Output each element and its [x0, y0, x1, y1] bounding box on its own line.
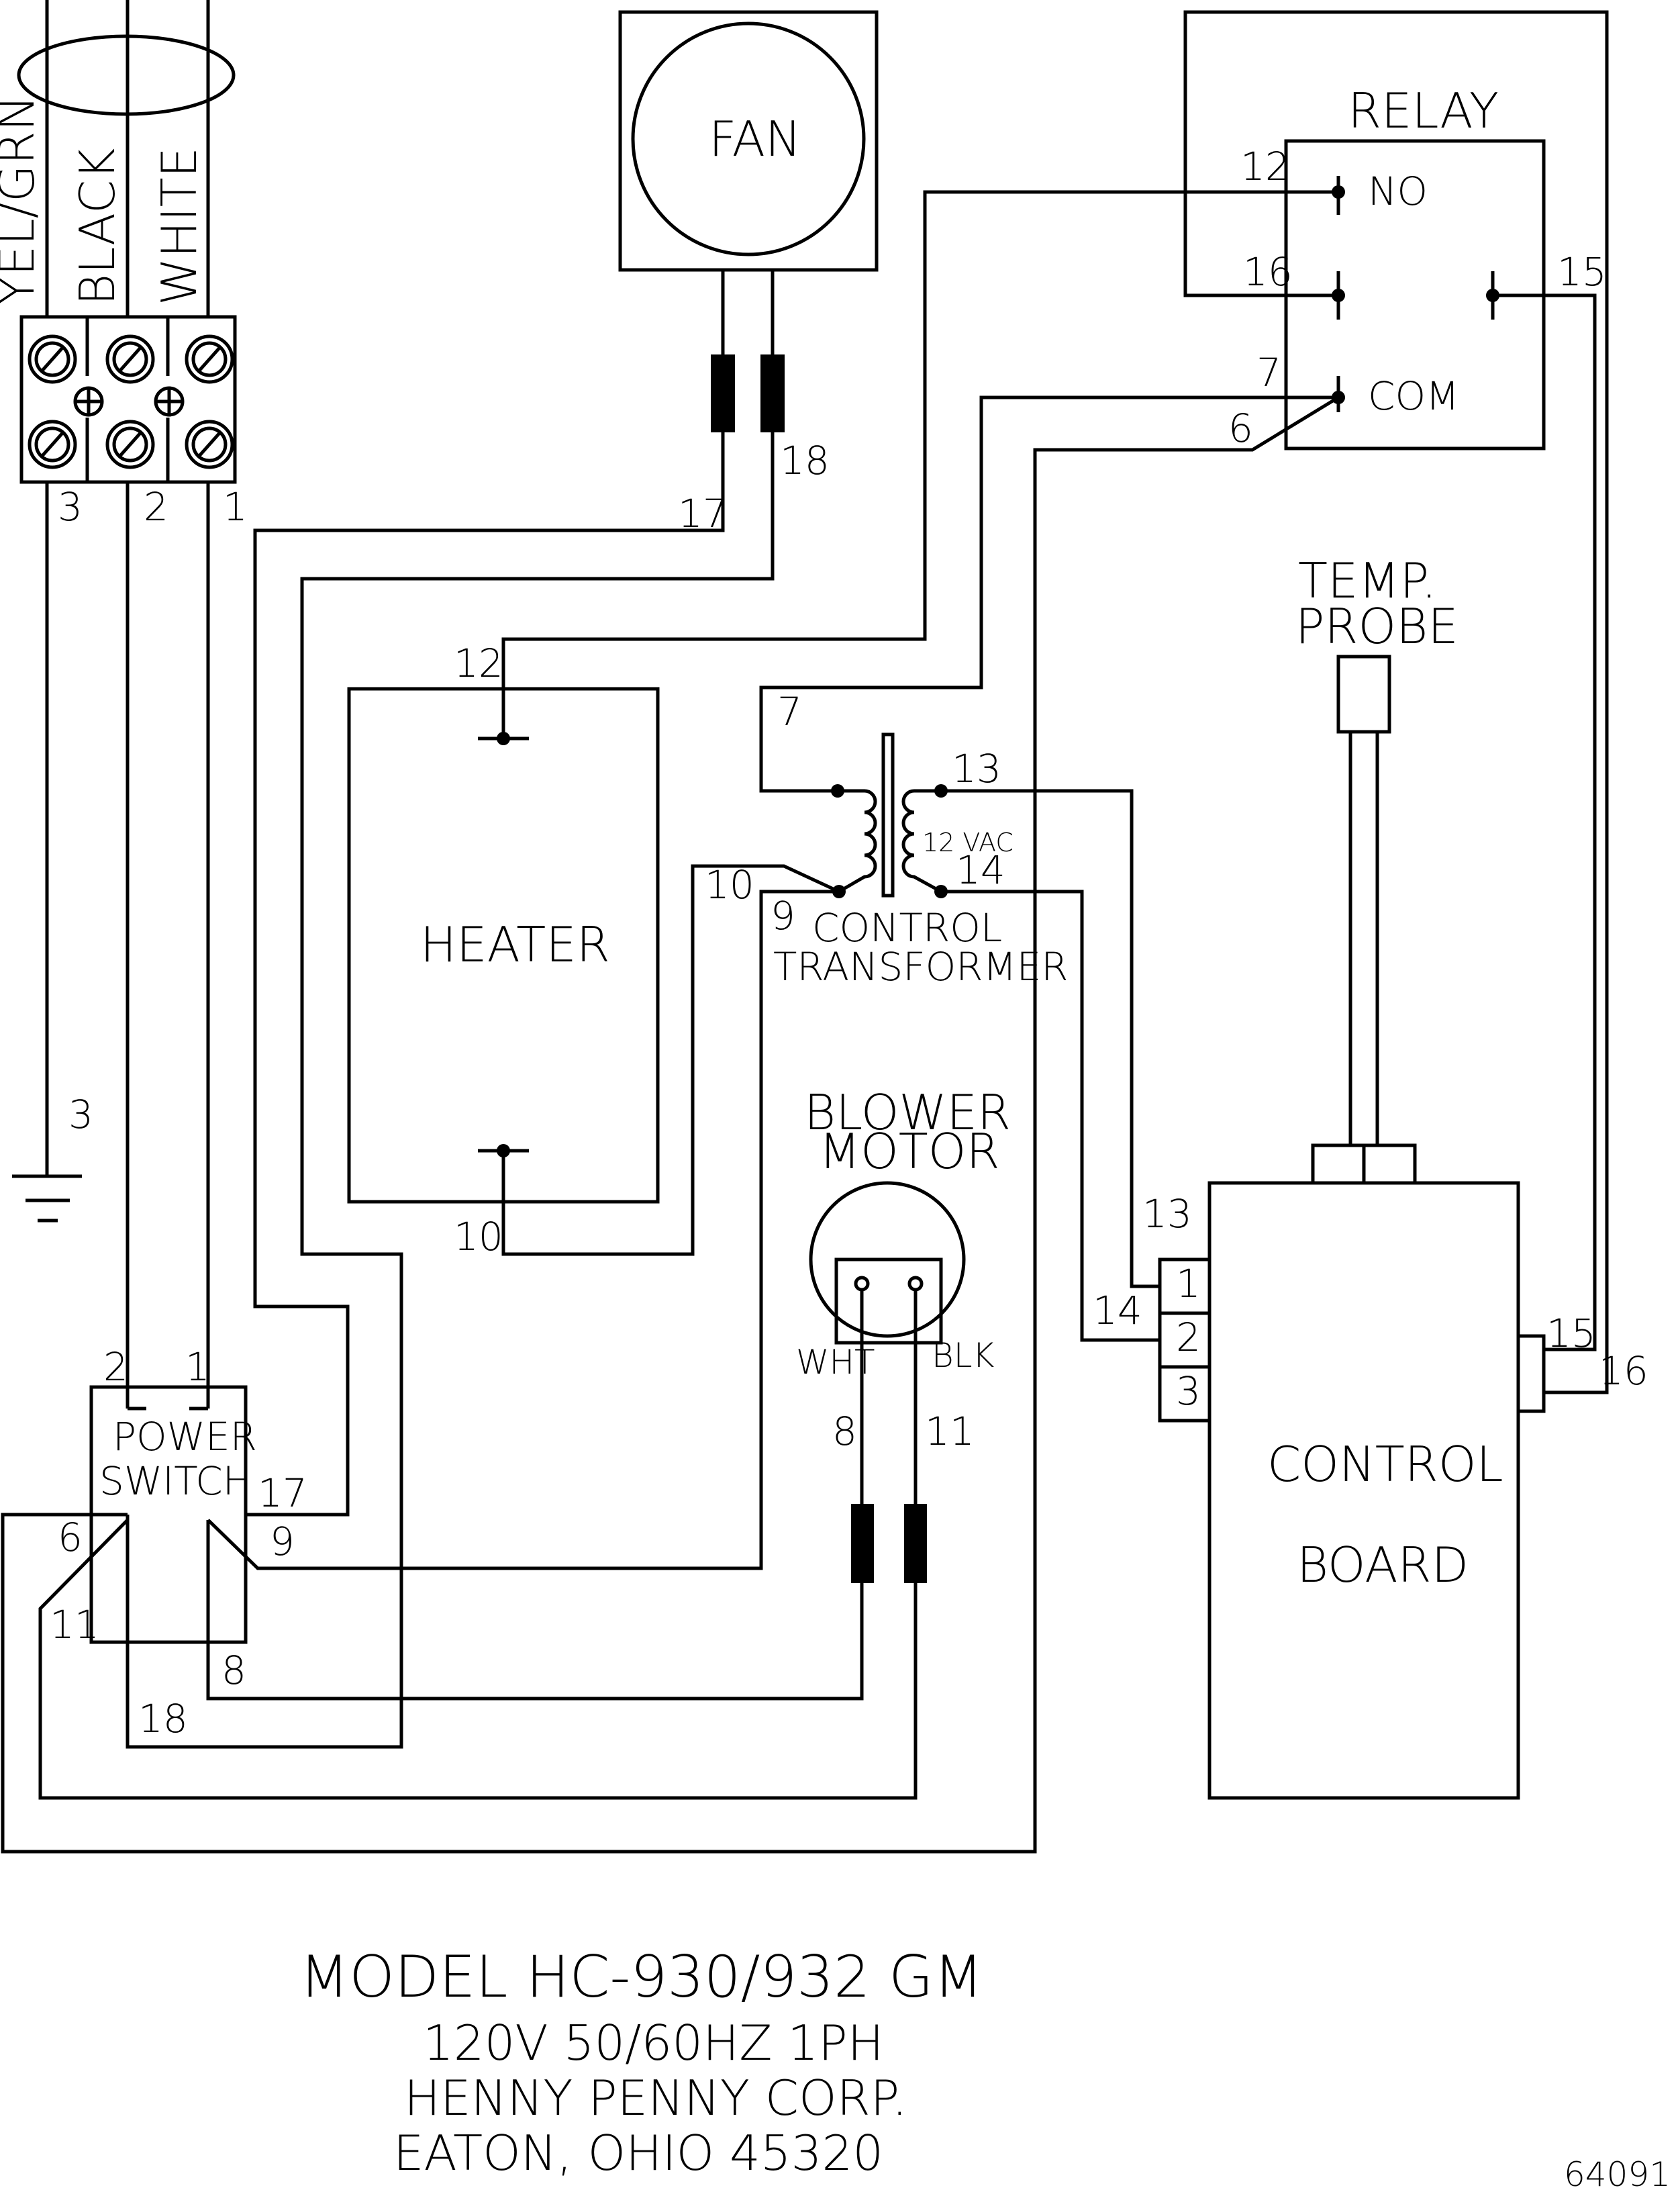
wire-number-7-xfmr: 7	[777, 689, 802, 734]
wire-number-12-relay: 12	[1240, 144, 1290, 189]
motor-label: MOTOR	[819, 1123, 999, 1180]
wire-number-9-sw: 9	[270, 1519, 295, 1564]
footer-company: HENNY PENNY CORP.	[404, 2070, 907, 2126]
wire-number-15-relay: 15	[1557, 249, 1607, 295]
wire-number-8-sw: 8	[221, 1648, 246, 1693]
wire-color-white: WHITE	[151, 147, 207, 305]
wire-number-17-sw: 17	[258, 1470, 307, 1516]
wire-number-13-xfmr: 13	[952, 746, 1001, 792]
fan: FAN 18 17	[618, 10, 879, 536]
terminal-screw	[28, 334, 234, 469]
wire-number-7-relay: 7	[1256, 350, 1281, 395]
heater-label: HEATER	[420, 916, 610, 973]
terminal-block: 3 2 1	[19, 315, 248, 530]
blk-label: BLK	[932, 1336, 995, 1375]
probe-label: PROBE	[1295, 598, 1459, 655]
wire-number-2-sw: 2	[103, 1344, 128, 1390]
wire-number-18-sw: 18	[138, 1696, 188, 1742]
blower-motor: BLOWER MOTOR WHT BLK 8 11	[796, 1084, 1011, 1583]
footer-address: EATON, OHIO 45320	[393, 2125, 883, 2181]
wht-label: WHT	[796, 1343, 875, 1382]
relay-com-label: COM	[1368, 373, 1459, 419]
power-label: POWER	[113, 1414, 257, 1460]
vac-label: 12 VAC	[922, 828, 1014, 857]
wire-number-14-xfmr: 14	[956, 847, 1005, 893]
wire-number-11-motor: 11	[925, 1409, 975, 1454]
temp-probe: TEMP. PROBE	[1295, 553, 1459, 1145]
wire-color-black: BLACK	[69, 148, 126, 305]
wire-number-3-ground: 3	[68, 1092, 93, 1137]
wire-number-10-xfmr: 10	[705, 862, 754, 908]
wire-number-18-fan: 18	[780, 438, 830, 483]
board-terminal-3: 3	[1176, 1368, 1201, 1414]
wire-number-14-board: 14	[1093, 1288, 1142, 1333]
terminal-number-2: 2	[144, 484, 168, 530]
control-board-label-1: CONTROL	[1267, 1436, 1503, 1492]
control-board-label-2: BOARD	[1297, 1537, 1469, 1593]
terminal-number-1: 1	[223, 484, 248, 530]
power-cord: YEL/GRN BLACK WHITE	[0, 0, 236, 316]
wire-number-12-heater: 12	[454, 640, 503, 686]
control-board: CONTROL BOARD 1 2 3 13 14 15 16	[1093, 1143, 1648, 1800]
control-label: CONTROL	[812, 905, 1002, 951]
wire-number-6-sw: 6	[58, 1515, 83, 1560]
footer-voltage: 120V 50/60HZ 1PH	[423, 2015, 884, 2071]
doc-number: 64091	[1564, 2155, 1671, 2190]
terminal-number-3: 3	[58, 484, 83, 530]
fan-label: FAN	[709, 111, 801, 167]
relay-no-label: NO	[1368, 169, 1428, 214]
wire-number-9-xfmr: 9	[771, 893, 795, 939]
board-terminal-1: 1	[1176, 1261, 1201, 1306]
wire-number-8-motor: 8	[832, 1409, 857, 1454]
relay-label: RELAY	[1348, 83, 1499, 139]
ground-symbol: 3	[12, 482, 93, 1223]
transformer-label: TRANSFORMER	[773, 944, 1069, 990]
switch-label: SWITCH	[99, 1458, 252, 1504]
title-block: MODEL HC-930/932 GM 120V 50/60HZ 1PH HEN…	[299, 1944, 1671, 2190]
wire-color-yelgrn: YEL/GRN	[0, 95, 45, 305]
wire-number-1-sw: 1	[185, 1344, 210, 1390]
blower-label: BLOWER	[804, 1084, 1011, 1141]
wire-number-16-relay: 16	[1243, 249, 1293, 295]
power-switch: POWER SWITCH 2 1 17 9 6 11 8 18	[50, 1344, 307, 1742]
control-transformer: 12 VAC CONTROL TRANSFORMER 7 10 9 13 14	[705, 689, 1069, 990]
wire-number-6-relay: 6	[1228, 406, 1253, 451]
board-terminal-2: 2	[1176, 1315, 1201, 1360]
wire-number-10-heater: 10	[454, 1214, 503, 1259]
temp-label: TEMP.	[1298, 553, 1437, 609]
wiring	[1, 10, 1609, 1854]
footer-model: MODEL HC-930/932 GM	[299, 1944, 983, 2011]
wire-number-13-board: 13	[1142, 1191, 1192, 1237]
